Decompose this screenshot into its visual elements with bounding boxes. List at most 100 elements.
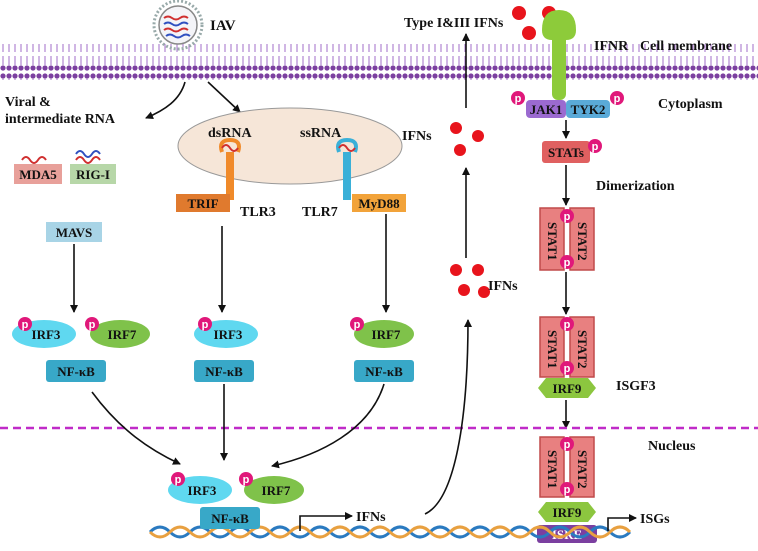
ifn-dot [472,264,484,276]
arrow [607,514,637,531]
svg-text:STAT2: STAT2 [575,330,590,369]
ifn-dot [512,6,526,20]
svg-text:NF-κB: NF-κB [205,364,243,379]
myd88-box [352,194,406,212]
stats-label: STATs [548,145,584,160]
tlr7-label: TLR7 [302,205,338,220]
myd88-label: MyD88 [358,196,400,211]
svg-text:STAT2: STAT2 [575,450,590,489]
svg-text:NF-κB: NF-κB [211,511,249,526]
arrow [91,391,181,465]
ifn-dot [458,284,470,296]
tlr3-label: TLR3 [240,205,276,220]
irf3-node [168,476,232,504]
stat1-label: STAT1 [545,222,560,261]
ifn-dot [478,286,490,298]
nucleus-label: Nucleus [648,439,696,454]
rigi-box [70,164,116,184]
ifn-dot [454,144,466,156]
cell-membrane-label: Cell membrane [640,39,732,54]
trif-box [176,194,230,212]
viral-rna-label-2: intermediate RNA [5,112,116,127]
svg-text:p: p [243,474,250,486]
isgf3-nuclear-complex: STAT1 STAT2 p p IRF9 ISRE [537,436,597,543]
tlr7-receptor [336,137,358,200]
ifnr-label: IFNR [594,39,629,54]
ifn-dot [472,130,484,142]
rna-icon [75,150,101,158]
rigi-label: RIG-I [76,167,110,182]
svg-text:IRF3: IRF3 [32,327,61,342]
ifnr-receptor [542,10,576,100]
phospho-icon [610,91,624,105]
isgs-label: ISGs [640,512,670,527]
viral-rna-label-1: Viral & [5,95,51,110]
svg-text:p: p [564,363,571,375]
svg-text:NF-κB: NF-κB [365,364,403,379]
phospho-icon [18,317,32,331]
phospho-icon [85,317,99,331]
iav-label: IAV [210,18,236,34]
nfkb-box [46,360,106,382]
rna-icon [21,156,47,164]
stat-dimer: STAT1 STAT2 p p [539,207,595,271]
svg-text:p: p [564,439,571,451]
svg-text:STAT1: STAT1 [545,450,560,489]
ifns-mid-label: IFNs [488,279,518,294]
cytoplasm-label: Cytoplasm [658,97,723,112]
tyk2-box [566,100,610,118]
arrow [271,383,385,469]
mda5-box [14,164,62,184]
arrow [145,81,186,119]
mavs-box [46,222,102,242]
svg-text:p: p [564,257,571,269]
jak1-box [526,100,566,118]
isgf3-label: ISGF3 [616,379,656,394]
phospho-label: p [515,93,522,105]
phospho-icon [350,317,364,331]
nfkb-box [194,360,254,382]
phospho-label: p [592,141,599,153]
iav-virus-icon [152,0,204,51]
dna-strand [148,525,632,539]
svg-text:p: p [89,319,96,331]
phospho-icon [588,139,602,153]
type-ifns-label: Type I&III IFNs [404,16,504,31]
svg-text:p: p [564,484,571,496]
ifn-dot [450,264,462,276]
svg-text:IRF9: IRF9 [553,381,582,396]
svg-text:NF-κB: NF-κB [57,364,95,379]
svg-text:p: p [22,319,29,331]
arrow [424,319,472,515]
ifn-dot [522,26,536,40]
mda5-label: MDA5 [19,167,57,182]
phospho-label: p [614,93,621,105]
irf7-node [244,476,304,504]
jak1-label: JAK1 [530,102,563,117]
svg-text:p: p [564,211,571,223]
svg-text:STAT1: STAT1 [545,330,560,369]
rna-icon [75,156,101,164]
isgf3-complex: STAT1 STAT2 p p IRF9 [538,316,596,398]
nfkb-box [200,507,260,529]
ifns-gene-label: IFNs [356,510,386,525]
trif-label: TRIF [187,196,218,211]
svg-text:IRF7: IRF7 [372,327,401,342]
svg-text:p: p [175,474,182,486]
dsrna-label: dsRNA [208,126,252,141]
phospho-icon [198,317,212,331]
phospho-icon [171,472,185,486]
svg-text:IRF3: IRF3 [214,327,243,342]
mavs-label: MAVS [56,225,93,240]
cell-membrane [0,44,758,80]
svg-text:IRF9: IRF9 [553,505,582,520]
svg-text:p: p [202,319,209,331]
tyk2-label: TYK2 [571,102,606,117]
irf7-node [90,320,150,348]
phospho-icon [239,472,253,486]
arrow [207,81,241,113]
dimerization-label: Dimerization [596,179,675,194]
svg-text:p: p [564,319,571,331]
